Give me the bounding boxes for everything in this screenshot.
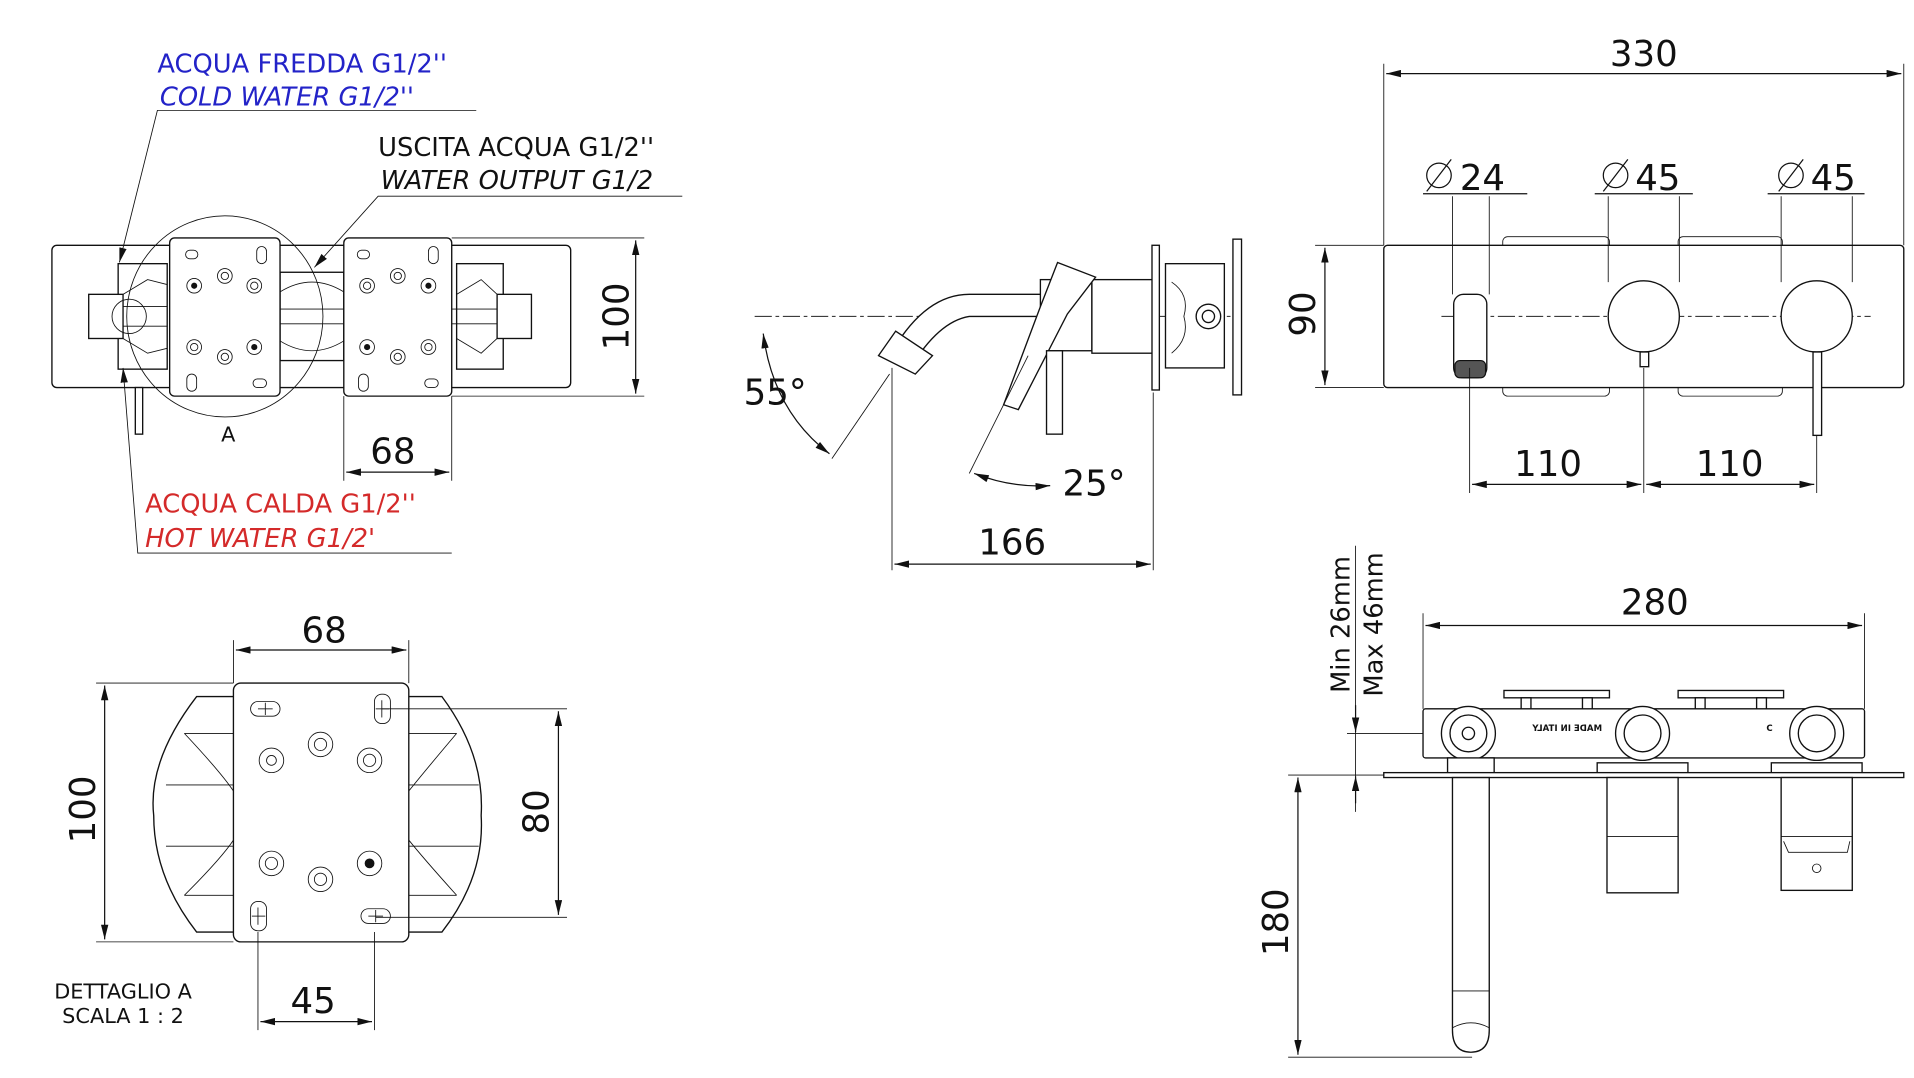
handle-2 <box>1780 776 1853 892</box>
output-label-en: WATER OUTPUT G1/2 <box>381 166 654 196</box>
detail-title: DETTAGLIO A <box>54 979 192 1003</box>
knob-2 <box>1780 280 1853 353</box>
valve-outline <box>152 695 483 933</box>
dim-hole-horizontal: 45 <box>291 981 336 1022</box>
detail-marker: A <box>221 423 236 447</box>
dim-knob1-dia: 45 <box>1635 158 1680 199</box>
diameter-symbol-icon <box>1426 159 1452 192</box>
spout-top <box>1451 776 1490 1053</box>
detail-a-view: 68 100 80 45 DETTAGLIO A SCALA 1 : 2 <box>54 611 568 1031</box>
handle-1 <box>1606 776 1679 894</box>
knob-1 <box>1607 280 1681 353</box>
lever-rod <box>134 386 144 435</box>
wall-plate <box>1383 771 1905 779</box>
lever-stem <box>1045 350 1064 435</box>
hot-label-it: ACQUA CALDA G1/2'' <box>145 490 416 520</box>
back-plate <box>51 244 572 389</box>
output-label-it: USCITA ACQUA G1/2'' <box>378 133 654 163</box>
valve-middle <box>279 271 345 362</box>
output-leader <box>314 195 683 268</box>
hot-leader <box>120 367 452 554</box>
mounting-plate-right <box>343 237 453 397</box>
detail-a-circle <box>126 215 324 418</box>
dim-spacing2: 110 <box>1696 444 1764 485</box>
depth-min: Min 26mm <box>1326 556 1356 693</box>
angle-lever: 25° <box>1062 463 1125 504</box>
dim-knob2-dia: 45 <box>1811 158 1856 199</box>
hot-label-en: HOT WATER G1/2' <box>145 524 375 554</box>
cold-label-it: ACQUA FREDDA G1/2'' <box>157 49 447 79</box>
front-view: 330 24 45 45 90 110 110 <box>1283 34 1905 494</box>
dim-spout-length: 180 <box>1256 888 1297 956</box>
diameter-symbol-icon <box>1778 159 1804 192</box>
dim-height: 100 <box>63 775 104 843</box>
dim-spout-dia: 24 <box>1460 158 1505 199</box>
depth-max: Max 46mm <box>1360 552 1390 696</box>
detail-scale: SCALA 1 : 2 <box>62 1004 184 1028</box>
dim-hole-vertical: 80 <box>517 789 558 834</box>
side-view: 55° 25° 166 <box>744 238 1243 571</box>
mounting-plate-left <box>168 237 281 397</box>
wall-plate <box>1151 244 1161 391</box>
mounting-plate <box>232 682 410 943</box>
dim-width: 330 <box>1610 34 1678 75</box>
cold-leader <box>118 109 477 263</box>
dim-width: 280 <box>1621 582 1689 623</box>
dim-height: 90 <box>1283 291 1324 336</box>
spout-outlet <box>877 330 934 375</box>
stamp-letter: C <box>1766 724 1772 734</box>
made-in-italy-stamp: MADE IN ITALY <box>1531 724 1602 734</box>
dim-spacing1: 110 <box>1514 444 1582 485</box>
dim-width: 68 <box>302 611 347 652</box>
lever-handle <box>1002 261 1097 411</box>
dim-plate-width: 68 <box>370 432 415 473</box>
cold-label-en: COLD WATER G1/2'' <box>160 82 414 112</box>
valve-right <box>451 263 533 370</box>
diameter-symbol-icon <box>1602 159 1629 192</box>
in-wall-box <box>1164 263 1226 369</box>
angle-spout: 55° <box>744 373 807 414</box>
plan-view: A ACQUA FREDDA G1/2'' COLD WATER G1/2'' … <box>51 49 683 554</box>
dim-height: 100 <box>596 282 637 350</box>
top-view: 280 MADE IN ITALY C Min 26mm Max 46mm 18… <box>1256 545 1905 1058</box>
valve-left <box>88 263 168 370</box>
dim-depth: 166 <box>978 522 1046 563</box>
